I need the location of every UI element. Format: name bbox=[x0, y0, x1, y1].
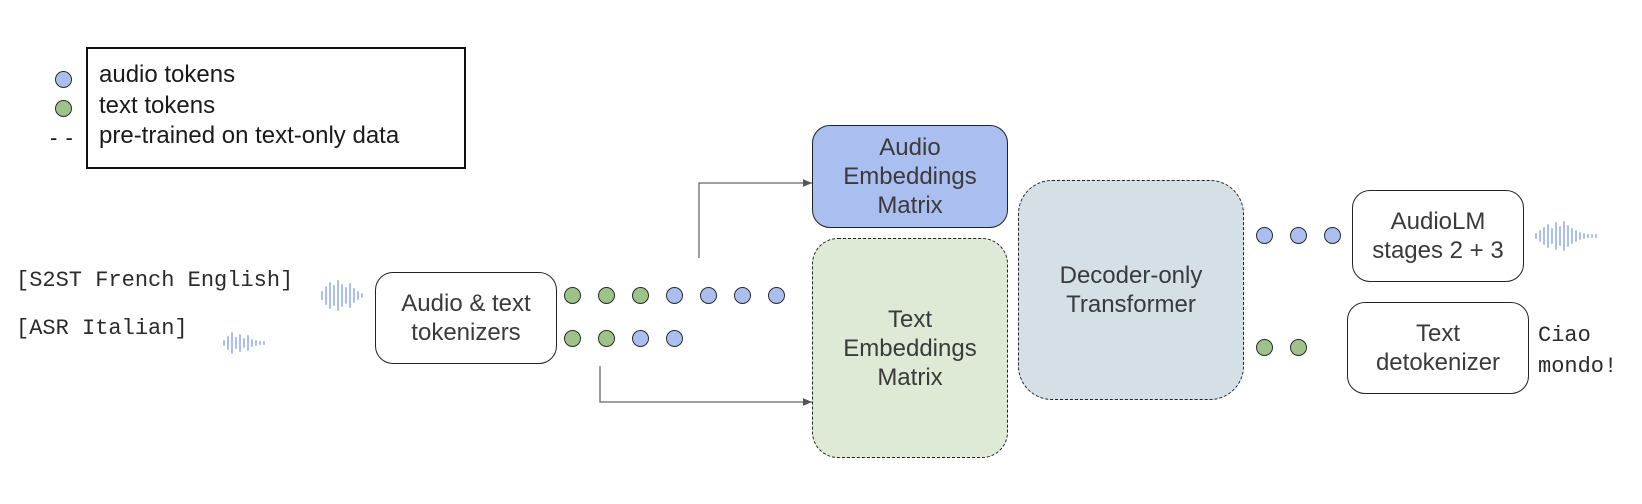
token-text bbox=[564, 287, 581, 304]
waveform-icon-output bbox=[1535, 221, 1597, 251]
token-text bbox=[564, 330, 581, 347]
decoder-transformer-block: Decoder-only Transformer bbox=[1018, 180, 1244, 400]
token-audio bbox=[1256, 227, 1273, 244]
audiolm-label: AudioLM stages 2 + 3 bbox=[1372, 208, 1504, 264]
detokenizer-label: Text detokenizer bbox=[1375, 320, 1501, 376]
output-text: Ciao mondo! bbox=[1538, 323, 1618, 379]
task-prompt-asr: [ASR Italian] bbox=[16, 316, 188, 341]
legend-dashed-label: pre-trained on text-only data bbox=[99, 122, 400, 149]
token-audio bbox=[632, 330, 649, 347]
waveform-icon-s2st bbox=[321, 280, 363, 311]
token-audio bbox=[1290, 227, 1307, 244]
token-audio bbox=[700, 287, 717, 304]
token-audio bbox=[666, 287, 683, 304]
token-audio bbox=[734, 287, 751, 304]
token-audio bbox=[666, 330, 683, 347]
task-prompt-s2st: [S2ST French English] bbox=[16, 268, 294, 293]
legend-text-label: text tokens bbox=[99, 92, 216, 119]
waveform-icon-asr bbox=[223, 332, 265, 354]
token-audio bbox=[768, 287, 785, 304]
token-text bbox=[598, 330, 615, 347]
legend-audio-token-icon bbox=[55, 71, 72, 88]
text-detokenizer-block: Text detokenizer bbox=[1347, 302, 1529, 394]
arrow-to-text-embeddings bbox=[599, 366, 812, 406]
audio-embeddings-label: Audio Embeddings Matrix bbox=[843, 134, 977, 219]
audiolm-block: AudioLM stages 2 + 3 bbox=[1352, 190, 1524, 282]
legend-audio-label: audio tokens bbox=[99, 61, 236, 88]
tokenizers-label: Audio & text tokenizers bbox=[401, 290, 531, 346]
legend-dashed-icon: - - bbox=[50, 125, 74, 150]
legend-box bbox=[86, 47, 466, 169]
arrow-to-audio-embeddings bbox=[698, 179, 812, 258]
token-audio bbox=[1324, 227, 1341, 244]
text-embeddings-matrix-block: Text Embeddings Matrix bbox=[812, 238, 1008, 458]
text-embeddings-label: Text Embeddings Matrix bbox=[843, 305, 977, 391]
legend-text-token-icon bbox=[55, 100, 72, 117]
token-text bbox=[1290, 339, 1307, 356]
tokenizers-block: Audio & text tokenizers bbox=[375, 272, 557, 364]
token-text bbox=[598, 287, 615, 304]
audio-embeddings-matrix-block: Audio Embeddings Matrix bbox=[812, 125, 1008, 228]
decoder-label: Decoder-only Transformer bbox=[1059, 262, 1203, 318]
token-text bbox=[1256, 339, 1273, 356]
token-text bbox=[632, 287, 649, 304]
